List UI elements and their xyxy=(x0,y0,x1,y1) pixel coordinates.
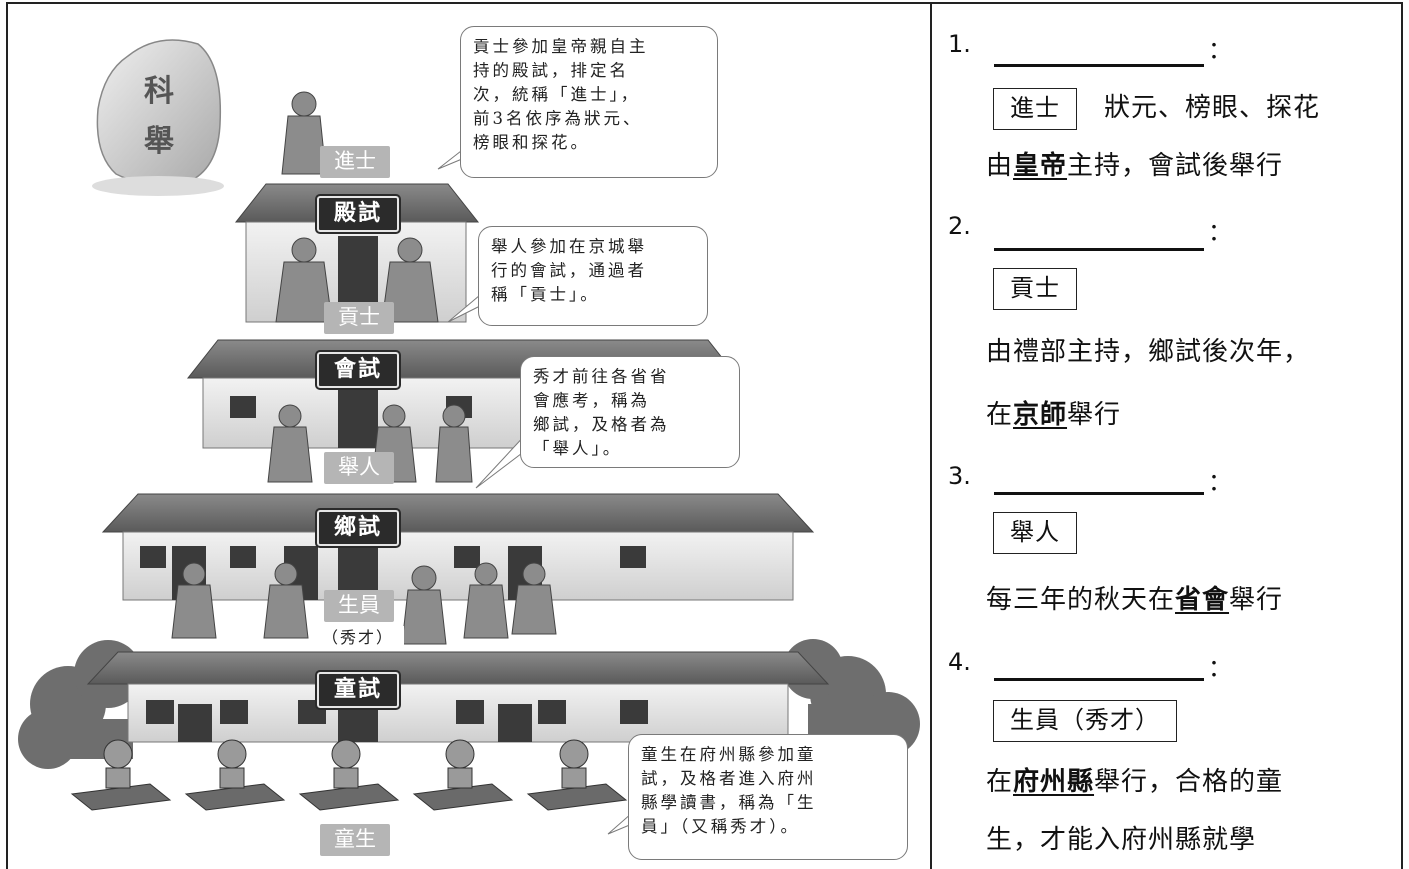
worksheet-frame xyxy=(6,2,1403,869)
rank-box: 進士 xyxy=(993,88,1077,130)
answer-blank[interactable] xyxy=(994,248,1204,251)
rank-box: 生員（秀才） xyxy=(993,700,1177,742)
illustration-artwork xyxy=(18,39,920,835)
building-sign-tongshi: 童試 xyxy=(315,670,401,710)
bubble-tongsheng: 童生在府州縣參加童 試，及格者進入府州 縣學讀書，稱為「生 員」（又稱秀才）。 xyxy=(628,734,908,860)
building-sign-xiangshi: 鄉試 xyxy=(315,508,401,548)
bubble-jinshi: 貢士參加皇帝親自主 持的殿試，排定名 次，統稱「進士」， 前3名依序為狀元、 榜… xyxy=(460,26,718,178)
box-after-text: 狀元、榜眼、探花 xyxy=(1104,93,1321,123)
description-line: 由禮部主持，鄉試後次年， xyxy=(986,337,1311,367)
stone-character-2: 舉 xyxy=(144,124,174,159)
rank-box: 舉人 xyxy=(993,512,1077,554)
description-line: 生，才能入府州縣就學 xyxy=(986,825,1257,855)
item-colon: ： xyxy=(1208,654,1232,682)
stone-shape xyxy=(96,39,222,186)
description-line: 在京師舉行 xyxy=(986,400,1122,430)
description-line: 在府州縣舉行，合格的童 xyxy=(986,767,1284,797)
answer-blank[interactable] xyxy=(994,64,1204,67)
rank-tag-juren: 舉人 xyxy=(324,452,394,484)
item-number: 1. xyxy=(948,30,971,58)
answer-blank[interactable] xyxy=(994,678,1204,681)
description-line: 每三年的秋天在省會舉行 xyxy=(986,585,1284,615)
item-number: 3. xyxy=(948,462,971,490)
column-divider xyxy=(930,2,932,869)
rank-tag-gongshi: 貢士 xyxy=(324,302,394,334)
item-colon: ： xyxy=(1208,468,1232,496)
building-sign-dianshi: 殿試 xyxy=(315,194,401,234)
bubble-gongshi: 舉人參加在京城舉 行的會試，通過者 稱「貢士」。 xyxy=(478,226,708,326)
worksheet-panel: 1. ： 進士 狀元、榜眼、探花 由皇帝主持，會試後舉行 2. ： 貢士 由禮部… xyxy=(932,2,1403,869)
building-sign-huishi: 會試 xyxy=(315,350,401,390)
item-colon: ： xyxy=(1208,218,1232,246)
rank-tag-jinshi: 進士 xyxy=(320,146,390,178)
exam-pyramid-illustration: 科 舉 貢士參加皇帝親自主 持的殿試，排定名 次，統稱「進士」， 前3名依序為狀… xyxy=(8,4,930,869)
rank-subtag-xiucai: （秀才） xyxy=(312,626,404,650)
item-number: 2. xyxy=(948,212,971,240)
answer-blank[interactable] xyxy=(994,492,1204,495)
item-colon: ： xyxy=(1208,36,1232,64)
item-number: 4. xyxy=(948,648,971,676)
description-line: 由皇帝主持，會試後舉行 xyxy=(986,151,1284,181)
rank-box: 貢士 xyxy=(993,268,1077,310)
rank-tag-shengyuan: 生員 xyxy=(324,590,394,622)
bubble-juren: 秀才前往各省省 會應考，稱為 鄉試，及格者為 「舉人」。 xyxy=(520,356,740,468)
stone-character-1: 科 xyxy=(144,74,174,109)
rank-tag-tongsheng: 童生 xyxy=(320,824,390,856)
